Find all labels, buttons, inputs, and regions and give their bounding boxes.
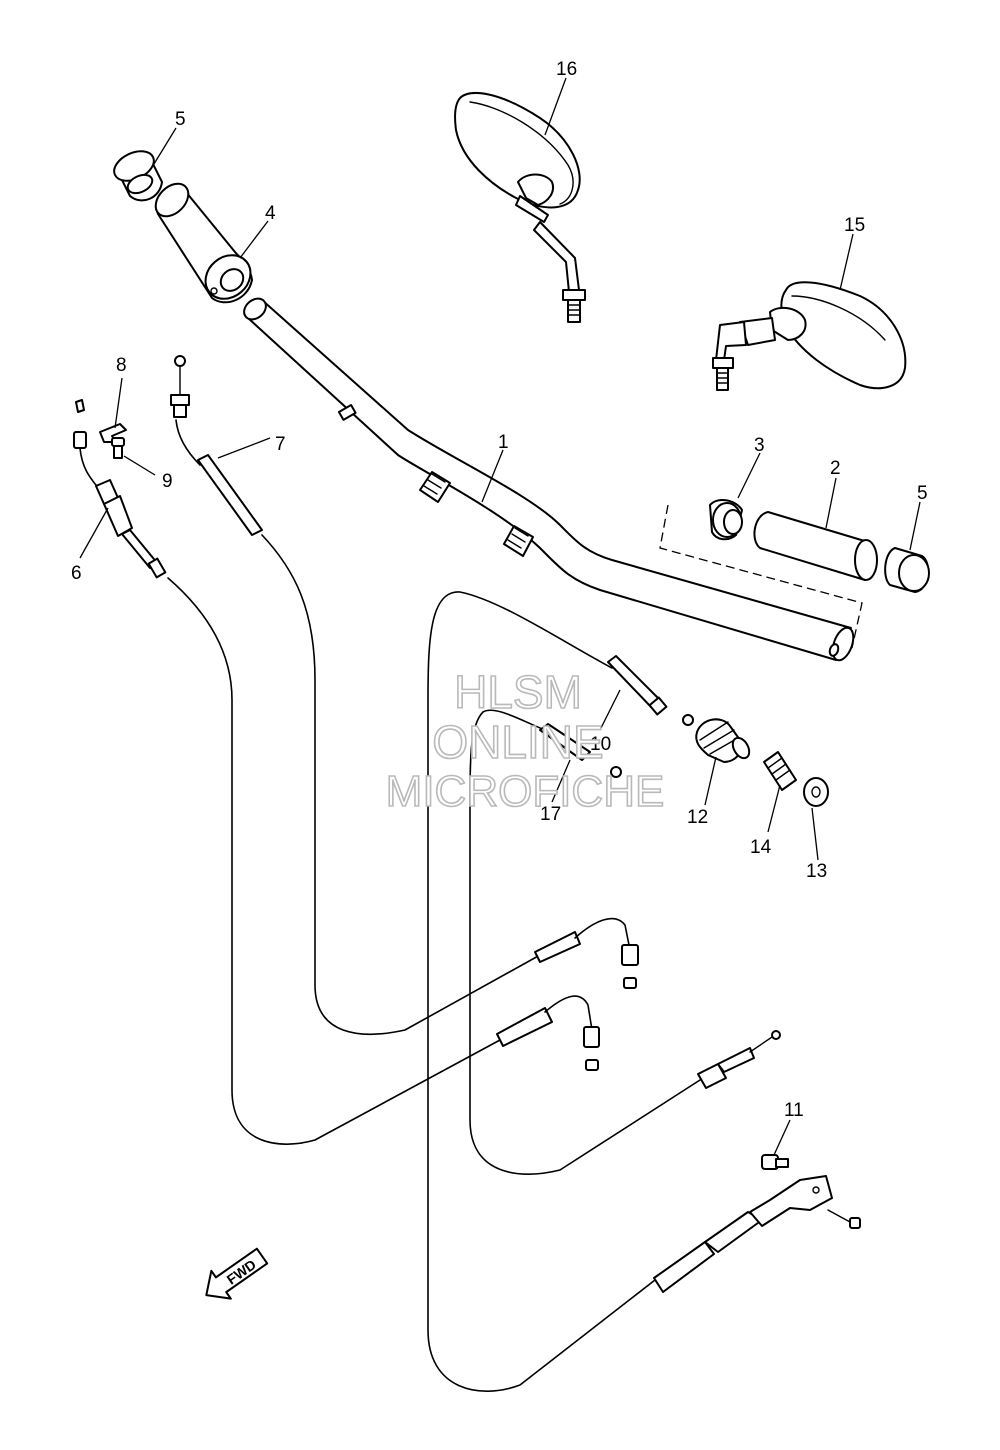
screw-9 [111,437,125,459]
cable-10-path [427,591,656,1392]
callout-17: 17 [540,804,561,825]
callout-12: 12 [687,807,708,828]
clip-8 [99,423,127,443]
callout-16: 16 [556,59,577,80]
callout-1: 1 [498,432,509,453]
left-end-cap [113,150,163,202]
callout-9: 9 [162,471,173,492]
bolt-11 [761,1154,789,1170]
callout-6: 6 [71,563,82,584]
left-mirror [454,91,586,323]
callout-labels: 1 2 3 4 5 5 6 7 8 9 10 11 12 13 14 15 16… [71,59,928,1121]
callout-7: 7 [275,434,286,455]
watermark-line-1: HLSM [454,666,582,718]
leader-lines [79,77,921,1156]
callout-15: 15 [844,215,865,236]
left-grip [154,182,253,304]
handlebar [243,297,855,662]
callout-11: 11 [784,1100,804,1121]
callout-14: 14 [750,837,772,858]
throttle-cable-path [261,534,541,1036]
cables [167,534,701,1392]
callout-4: 4 [265,203,276,224]
cable-6-end [73,399,167,579]
cable-7-end [170,355,263,536]
callout-10: 10 [590,734,611,755]
right-mirror [712,281,907,391]
callout-8: 8 [116,355,127,376]
callout-5-left: 5 [175,109,186,130]
watermark-line-2: ONLINE [432,716,603,768]
fwd-direction-marker: FWD [205,1247,269,1300]
adjuster-assembly [539,655,829,807]
right-grip-assembly [659,498,930,649]
callout-3: 3 [754,435,765,456]
cable-17-path [469,709,701,1175]
callout-5-right: 5 [917,483,928,504]
watermark: HLSM ONLINE MICROFICHE [385,665,665,817]
callout-2: 2 [830,458,841,479]
callout-13: 13 [806,861,827,882]
watermark-line-3: MICROFICHE [386,767,665,816]
cable-fittings-lower [496,917,861,1293]
clutch-cable-path [167,577,501,1145]
